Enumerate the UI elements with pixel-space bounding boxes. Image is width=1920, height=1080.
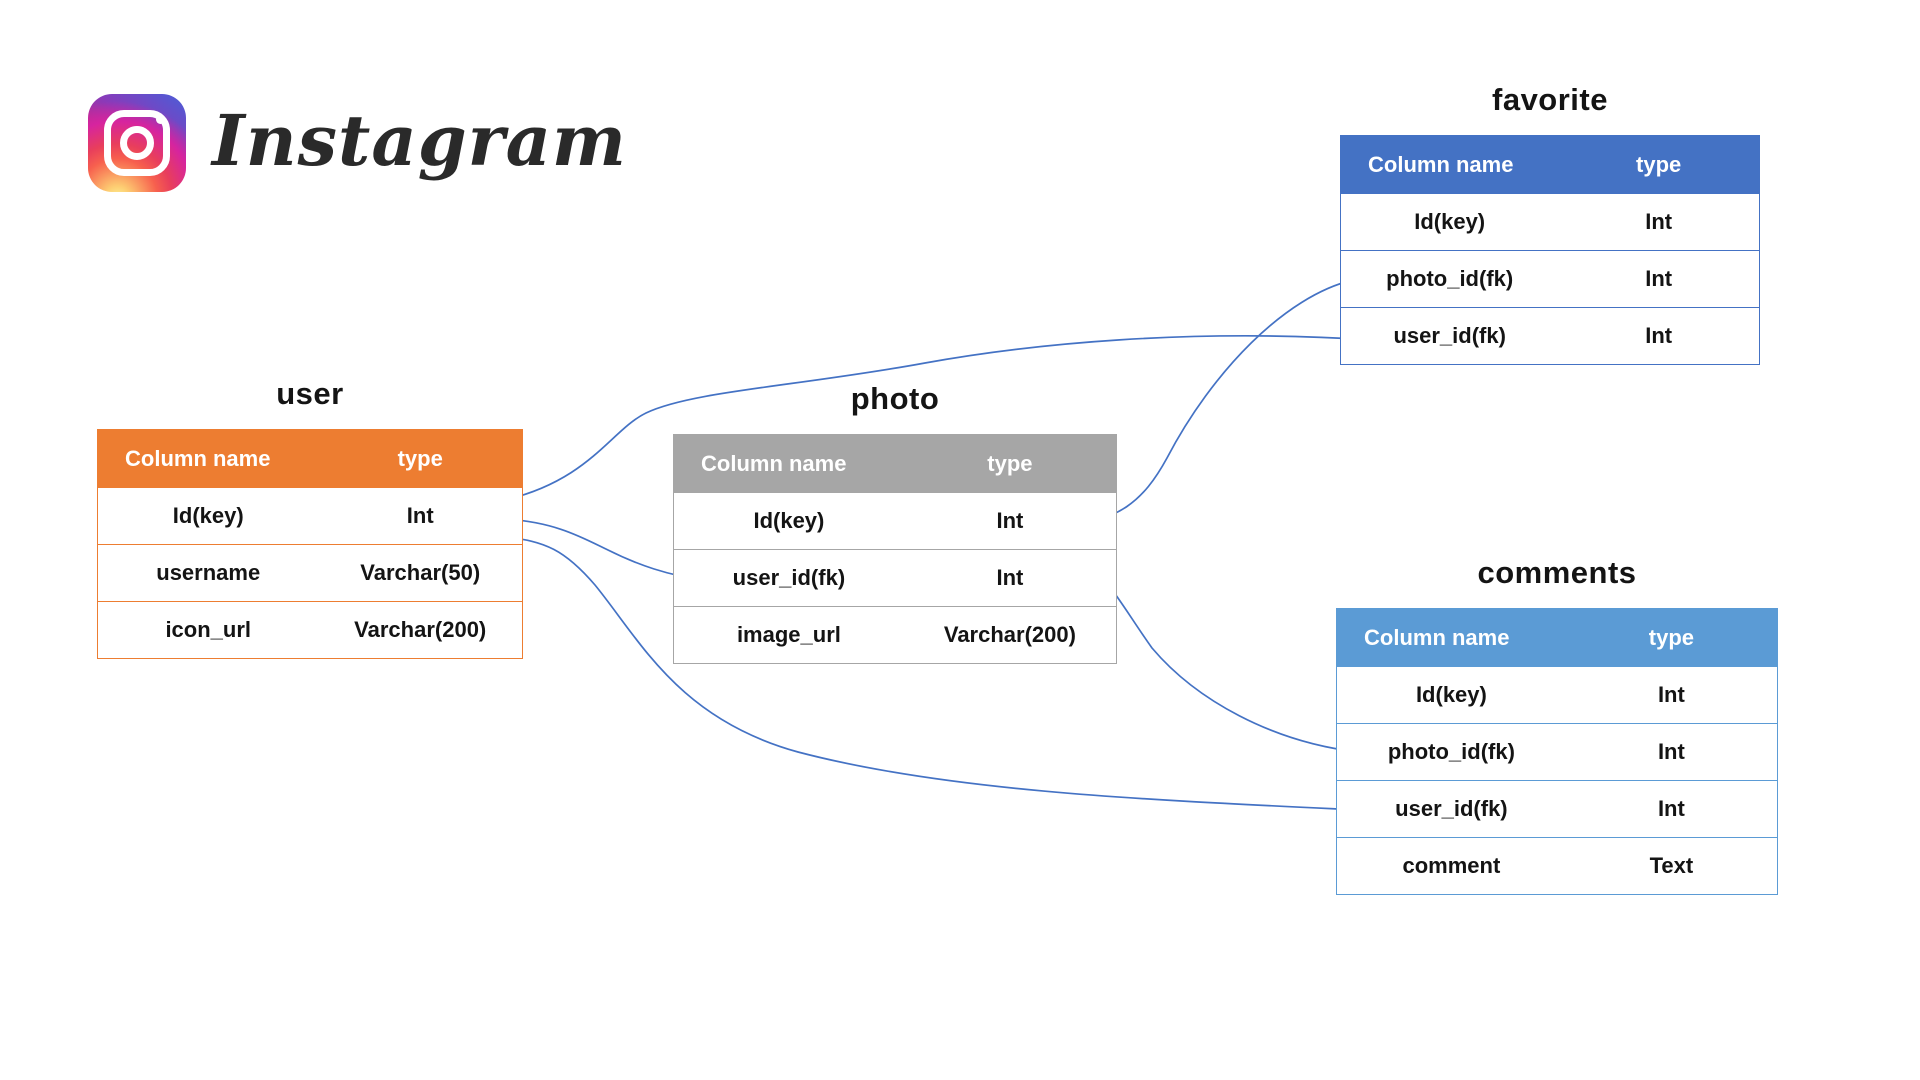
cell-type: Int [996,508,1024,533]
cell-type: Varchar(200) [354,617,487,642]
cell-column-name: Id(key) [1415,682,1487,707]
column-header-name: Column name [1364,624,1510,650]
camera-lens-circle [120,126,154,160]
cell-column-name: user_id(fk) [1395,796,1508,821]
camera-flash-dot [156,115,165,124]
table-user: user Column name type Id(key) Int userna… [97,373,523,659]
table-favorite-header-row: Column name type [1341,136,1759,193]
table-user-header-row: Column name type [98,430,522,487]
table-comments-header-row: Column name type [1337,609,1777,666]
table-row: user_id(fk) Int [1337,780,1777,837]
cell-type: Int [1657,682,1685,707]
column-header-type: type [987,450,1033,476]
table-favorite-grid: Column name type Id(key) Int photo_id(fk… [1340,135,1760,365]
column-header-type: type [397,445,443,471]
column-header-type: type [1636,151,1682,177]
table-row: photo_id(fk) Int [1337,723,1777,780]
table-row: photo_id(fk) Int [1341,250,1759,307]
instagram-wordmark: Instagram [212,98,627,182]
cell-type: Varchar(200) [943,622,1076,647]
cell-type: Int [1645,323,1673,348]
cell-column-name: user_id(fk) [1393,323,1506,348]
instagram-logo: Instagram [88,94,627,192]
cell-type: Int [406,503,434,528]
table-row: user_id(fk) Int [1341,307,1759,364]
table-user-title: user [276,376,344,411]
cell-column-name: icon_url [165,617,252,642]
table-row: username Varchar(50) [98,544,522,601]
table-favorite-title: favorite [1492,82,1608,117]
camera-body-outline [104,110,170,176]
table-comments-title: comments [1477,555,1637,590]
cell-column-name: user_id(fk) [732,565,846,590]
cell-column-name: username [156,560,261,585]
table-photo-header-row: Column name type [674,435,1116,492]
cell-type: Text [1649,853,1694,878]
table-photo: photo Column name type Id(key) Int user_… [673,378,1117,664]
cell-column-name: photo_id(fk) [1386,266,1514,291]
instagram-camera-icon [88,94,186,192]
cell-column-name: photo_id(fk) [1387,739,1515,764]
table-row: Id(key) Int [98,487,522,544]
cell-column-name: Id(key) [753,508,825,533]
table-favorite: favorite Column name type Id(key) Int ph… [1340,79,1760,365]
table-photo-grid: Column name type Id(key) Int user_id(fk)… [673,434,1117,664]
cell-type: Int [1657,739,1685,764]
table-comments: comments Column name type Id(key) Int ph… [1336,552,1778,895]
cell-column-name: Id(key) [172,503,244,528]
cell-type: Int [1645,209,1673,234]
cell-column-name: Id(key) [1414,209,1486,234]
table-row: user_id(fk) Int [674,549,1116,606]
cell-type: Int [996,565,1024,590]
cell-column-name: comment [1402,853,1501,878]
table-row: Id(key) Int [674,492,1116,549]
table-row: Id(key) Int [1337,666,1777,723]
cell-column-name: image_url [736,622,841,647]
column-header-name: Column name [125,445,271,471]
column-header-name: Column name [1368,151,1514,177]
table-comments-grid: Column name type Id(key) Int photo_id(fk… [1336,608,1778,895]
table-row: comment Text [1337,837,1777,894]
table-row: Id(key) Int [1341,193,1759,250]
table-row: icon_url Varchar(200) [98,601,522,658]
column-header-name: Column name [701,450,847,476]
table-photo-title: photo [850,381,940,416]
column-header-type: type [1648,624,1695,650]
cell-type: Int [1657,796,1685,821]
table-user-grid: Column name type Id(key) Int username Va… [97,429,523,659]
cell-type: Varchar(50) [360,560,481,585]
cell-type: Int [1645,266,1673,291]
table-row: image_url Varchar(200) [674,606,1116,663]
